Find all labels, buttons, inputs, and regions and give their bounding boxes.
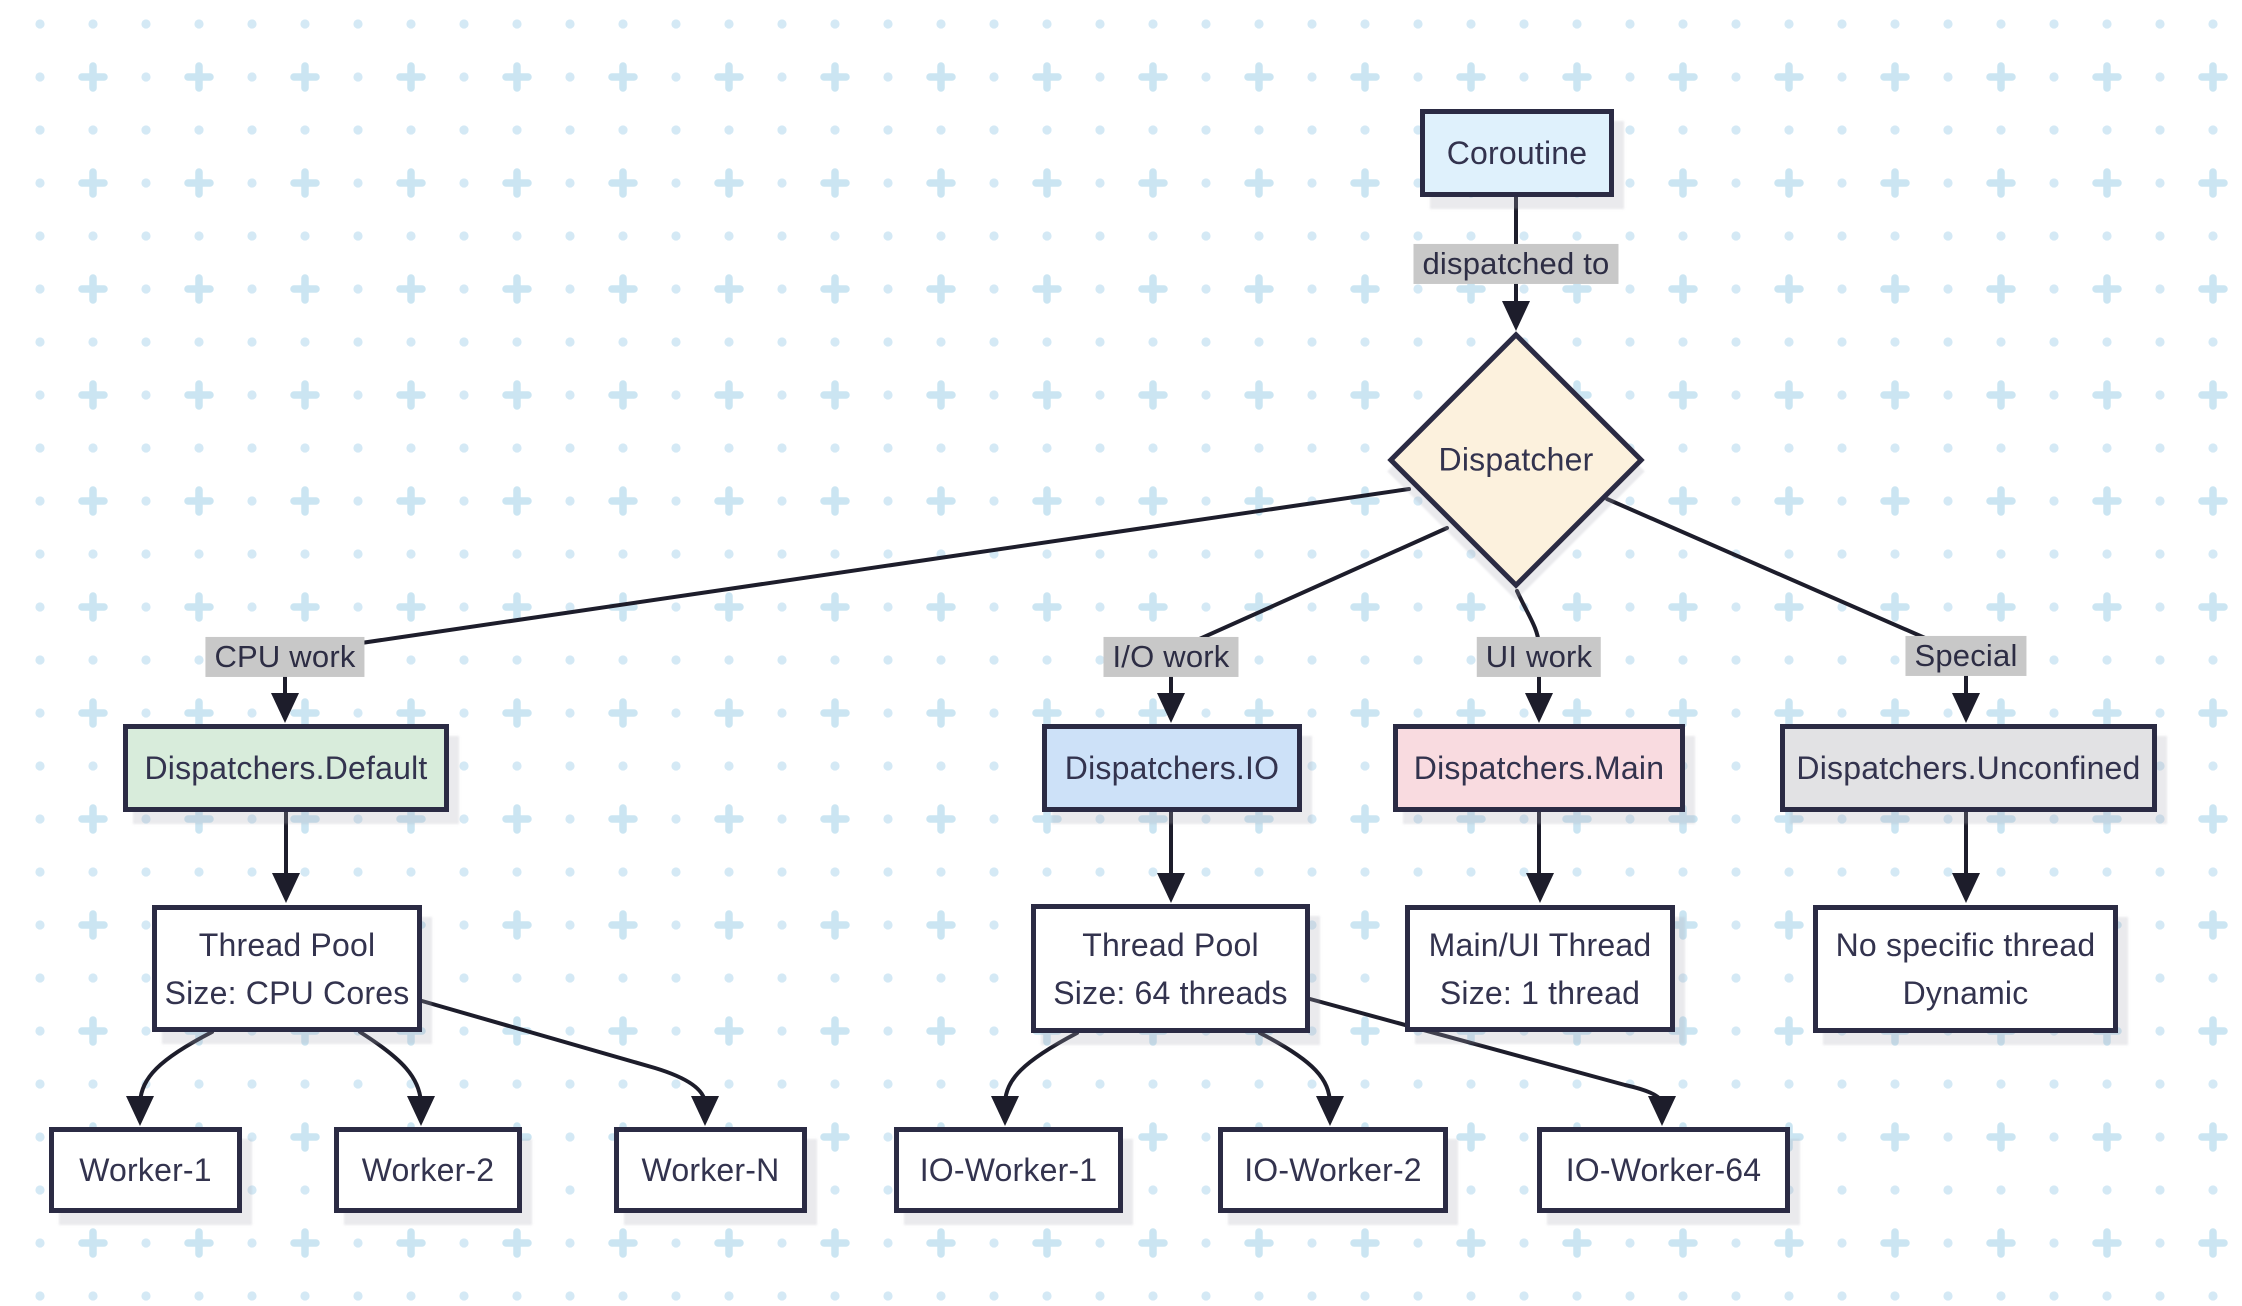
worker-1-label: Worker-1 — [79, 1152, 212, 1188]
node-dispatchers-main: Dispatchers.Main — [1393, 724, 1685, 812]
node-threadpool-default: Thread Pool Size: CPU Cores — [152, 905, 422, 1032]
no-specific-thread-line2: Dynamic — [1902, 975, 2029, 1011]
dot-grid-background — [35, 19, 2228, 1301]
edge-label-cpu-work: CPU work — [205, 636, 365, 678]
node-dispatchers-default-label: Dispatchers.Default — [144, 750, 428, 786]
node-dispatchers-main-label: Dispatchers.Main — [1413, 750, 1665, 786]
threadpool-default-line1: Thread Pool — [198, 926, 376, 963]
edge-label-io-work: I/O work — [1103, 636, 1239, 678]
node-coroutine-label: Coroutine — [1446, 135, 1588, 171]
edge-tpio-ioworker2 — [1258, 1031, 1332, 1105]
worker-2-label: Worker-2 — [361, 1152, 495, 1188]
node-dispatchers-io-label: Dispatchers.IO — [1064, 750, 1280, 786]
edge-dispatcher-default — [283, 487, 1411, 702]
node-worker-n: Worker-N — [614, 1127, 807, 1213]
no-specific-thread-line1: No specific thread — [1835, 927, 2096, 963]
main-thread-line2: Size: 1 thread — [1439, 974, 1641, 1011]
node-io-worker-64: IO-Worker-64 — [1537, 1127, 1790, 1213]
node-dispatchers-unconfined-label: Dispatchers.Unconfined — [1796, 750, 2141, 786]
node-worker-2: Worker-2 — [334, 1127, 522, 1213]
node-dispatchers-unconfined: Dispatchers.Unconfined — [1780, 724, 2157, 812]
node-io-worker-2: IO-Worker-2 — [1218, 1127, 1448, 1213]
edge-label-ui-work: UI work — [1476, 636, 1602, 678]
node-worker-1: Worker-1 — [49, 1127, 242, 1213]
threadpool-default-line2: Size: CPU Cores — [164, 974, 410, 1011]
io-worker-2-label: IO-Worker-2 — [1244, 1152, 1422, 1188]
node-threadpool-io: Thread Pool Size: 64 threads — [1031, 904, 1310, 1033]
worker-n-label: Worker-N — [641, 1152, 780, 1188]
edge-tp-worker1 — [138, 1030, 214, 1104]
edge-tp-worker2 — [358, 1030, 423, 1104]
node-io-worker-1: IO-Worker-1 — [894, 1127, 1123, 1213]
threadpool-io-line1: Thread Pool — [1082, 926, 1259, 963]
threadpool-io-line2: Size: 64 threads — [1053, 974, 1288, 1011]
edge-label-special: Special — [1905, 635, 2027, 677]
arrowheads — [126, 301, 1980, 1126]
node-no-specific-thread: No specific thread Dynamic — [1813, 905, 2118, 1033]
main-thread-line1: Main/UI Thread — [1428, 926, 1652, 963]
io-worker-1-label: IO-Worker-1 — [919, 1152, 1098, 1188]
node-dispatchers-default: Dispatchers.Default — [123, 724, 449, 812]
io-worker-64-label: IO-Worker-64 — [1565, 1152, 1762, 1188]
node-dispatcher-label: Dispatcher — [1438, 441, 1594, 478]
edge-tpio-ioworker1 — [1003, 1031, 1079, 1105]
node-main-thread: Main/UI Thread Size: 1 thread — [1405, 905, 1675, 1032]
node-coroutine: Coroutine — [1420, 109, 1614, 197]
node-dispatchers-io: Dispatchers.IO — [1042, 724, 1302, 812]
edge-label-dispatched-to: dispatched to — [1413, 243, 1619, 285]
